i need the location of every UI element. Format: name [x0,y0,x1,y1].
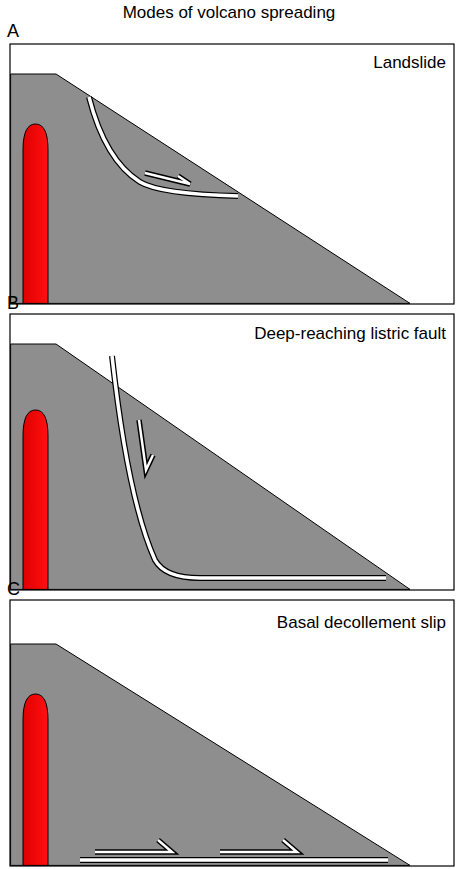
panel-label: Deep-reaching listric fault [254,325,446,344]
panel-letter: A [7,22,19,42]
panel-label: Landslide [373,54,446,73]
panel-letter: C [7,580,20,600]
panel-a [10,44,454,304]
panel-letter: B [7,294,19,314]
figure-title: Modes of volcano spreading [123,4,336,23]
panel-label: Basal decollement slip [277,614,446,633]
panel-b [10,314,454,590]
panel-c [10,600,454,866]
